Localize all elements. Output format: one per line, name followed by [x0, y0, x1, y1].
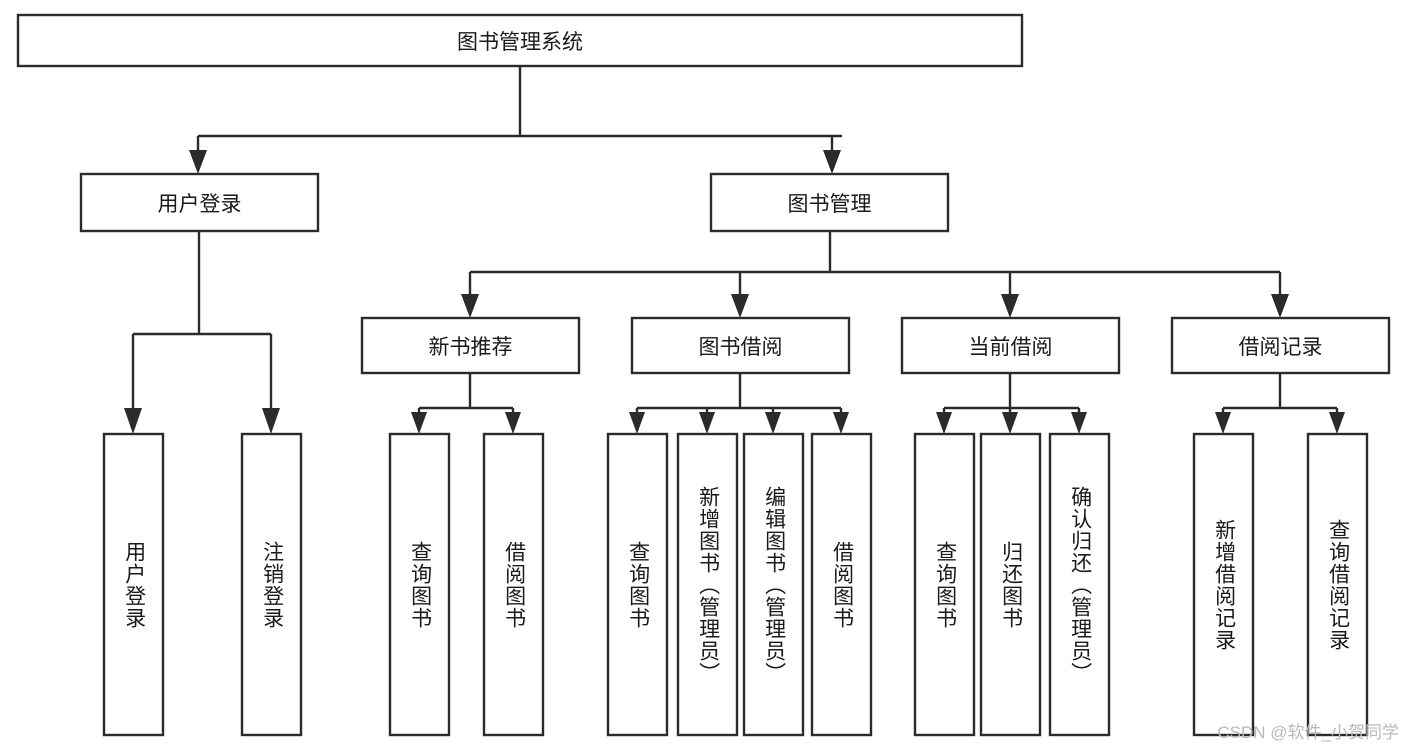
leaf-borrow-book-box[interactable] — [810, 432, 873, 737]
arrow-head-icon — [1001, 294, 1019, 318]
leaf-logout-box[interactable] — [240, 432, 303, 737]
leaf-query-record-box[interactable] — [1306, 432, 1369, 737]
arrow-head-icon — [411, 412, 427, 434]
arrow-head-icon — [765, 412, 781, 434]
leaf-add-record-box[interactable] — [1192, 432, 1255, 737]
arrow-head-icon — [124, 408, 142, 434]
arrow-head-icon — [1329, 412, 1345, 434]
leaf-edit-book-box[interactable] — [742, 432, 805, 737]
arrow-head-icon — [823, 150, 841, 174]
connector-bookmanage-to-level3 — [461, 231, 1289, 318]
node-borrow-record-box[interactable] — [1170, 316, 1391, 375]
arrow-head-icon — [262, 408, 280, 434]
leaf-confirm-return-box[interactable] — [1048, 432, 1111, 737]
node-root-box[interactable] — [16, 13, 1024, 68]
node-book-borrow-box[interactable] — [630, 316, 851, 375]
node-new-book-recommend-box[interactable] — [360, 316, 581, 375]
leaf-query-book-cur-box[interactable] — [913, 432, 976, 737]
arrow-head-icon — [936, 412, 952, 434]
arrow-head-icon — [189, 150, 207, 174]
leaf-return-book-box[interactable] — [979, 432, 1042, 737]
arrow-head-icon — [1215, 412, 1231, 434]
connector-current-to-leaves — [936, 373, 1087, 434]
arrow-head-icon — [629, 412, 645, 434]
leaf-user-login-box[interactable] — [102, 432, 165, 737]
connector-borrow-to-leaves — [629, 373, 849, 434]
csdn-watermark: CSDN @软件_小贺同学 — [1217, 723, 1399, 742]
connector-recommend-to-leaves — [411, 373, 521, 434]
arrow-head-icon — [699, 412, 715, 434]
arrow-head-icon — [461, 294, 479, 318]
node-current-borrow-box[interactable] — [900, 316, 1121, 375]
connector-root-to-level2 — [189, 66, 842, 174]
arrow-head-icon — [731, 294, 749, 318]
arrow-head-icon — [505, 412, 521, 434]
node-user-login-box[interactable] — [79, 172, 320, 233]
leaf-add-book-box[interactable] — [676, 432, 739, 737]
arrow-head-icon — [833, 412, 849, 434]
leaf-query-book-rec-box[interactable] — [388, 432, 451, 737]
connector-record-to-leaves — [1215, 373, 1345, 434]
arrow-head-icon — [1271, 294, 1289, 318]
node-book-manage-box[interactable] — [709, 172, 950, 233]
connector-userlogin-to-leaves — [124, 231, 280, 434]
leaf-borrow-book-rec-box[interactable] — [482, 432, 545, 737]
arrow-head-icon — [1002, 412, 1018, 434]
leaf-query-book-borrow-box[interactable] — [606, 432, 669, 737]
arrow-head-icon — [1071, 412, 1087, 434]
